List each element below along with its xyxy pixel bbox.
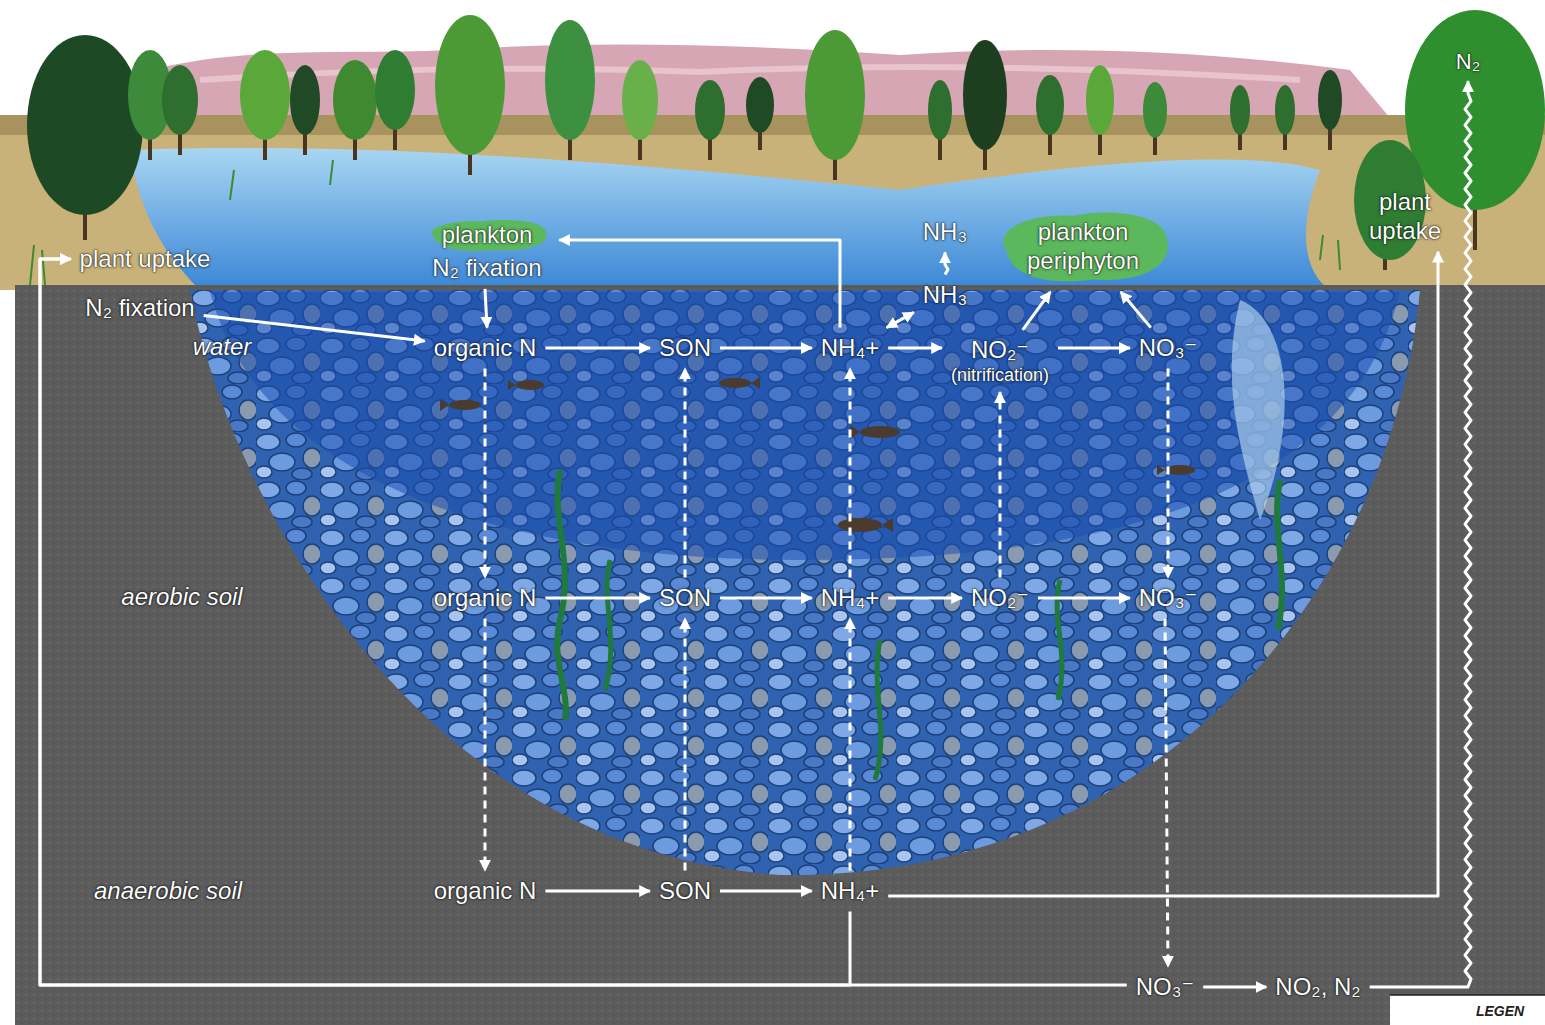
flow-label: plant uptake: [80, 245, 211, 274]
flow-arrow: [888, 597, 962, 600]
process-label: N₂ fixation: [80, 292, 199, 325]
flow-arrow: [1038, 597, 1130, 600]
flow-arrow: [720, 890, 812, 893]
dashed-flow-arrow: [999, 392, 1002, 577]
flow-label: NO₂⁻: [971, 336, 1029, 365]
nitrogen-pool: NH₄+: [816, 332, 884, 365]
nitrogen-pool: NO₂⁻: [966, 582, 1034, 615]
dashed-flow-arrow: [1167, 368, 1170, 577]
nitrogen-pool: SON: [654, 582, 716, 615]
flow-arrow: [40, 259, 850, 985]
flow-label: NO₂⁻: [971, 584, 1029, 613]
plankton-blob: plankton periphyton: [992, 206, 1174, 288]
dashed-flow-arrow: [849, 618, 852, 870]
dashed-flow-arrow: [684, 618, 687, 870]
flow-label: NH₄+: [821, 334, 879, 363]
nitrogen-pool: NO₂⁻(nitrification): [946, 334, 1054, 388]
flow-label: NO₃⁻: [1136, 973, 1194, 1002]
flow-arrow: [888, 252, 1438, 896]
nitrogen-pool: NO₃⁻: [1134, 582, 1202, 615]
flow-label: plant uptake: [1360, 188, 1450, 246]
dashed-flow-arrow: [484, 618, 487, 870]
dashed-flow-arrow: [1165, 618, 1168, 966]
flow-label: N₂ fixation: [85, 294, 194, 323]
dashed-flow-arrow: [849, 368, 852, 577]
process-note: (nitrification): [951, 365, 1049, 387]
flow-label: organic N: [434, 877, 537, 906]
flow-arrow: [1203, 986, 1266, 989]
flow-arrow: [1023, 292, 1051, 330]
flow-arrow: [485, 289, 487, 328]
uptake-label: plant uptake: [1355, 186, 1455, 248]
flow-label: organic N: [434, 334, 537, 363]
nitrogen-pool: organic N: [429, 582, 542, 615]
nitrogen-pool: SON: [654, 875, 716, 908]
flow-arrow: [545, 890, 650, 893]
flow-label: SON: [659, 584, 711, 613]
process-label: N₂ fixation: [432, 254, 541, 283]
gas-label: N₂: [1451, 47, 1485, 77]
legend-heading: LEGEN: [1476, 1003, 1524, 1020]
blob-outline: [1003, 213, 1168, 282]
plankton-blob-wrap: plankton: [424, 217, 551, 254]
flow-arrow: [888, 347, 942, 350]
zone-label: water: [193, 333, 252, 362]
gas-label: NO₂, N₂: [1270, 971, 1365, 1004]
gas-label: NH₃: [918, 279, 972, 312]
flow-label: NH₃: [923, 218, 967, 247]
flow-label: NH₃: [923, 281, 967, 310]
flow-arrow: [1058, 347, 1130, 350]
blob-outline: [431, 220, 546, 251]
zone-label: anaerobic soil: [94, 877, 242, 906]
nitrogen-pool: SON: [654, 332, 716, 365]
flow-arrow: [545, 597, 650, 600]
wavy-flux-arrow: [945, 252, 948, 274]
nitrogen-pool: NO₃⁻: [1134, 332, 1202, 365]
flow-arrow: [559, 240, 840, 328]
flow-label: SON: [659, 334, 711, 363]
uptake-label: plant uptake: [75, 243, 216, 276]
nitrogen-pool: NH₄+: [816, 582, 884, 615]
flow-label: SON: [659, 877, 711, 906]
dashed-flow-arrow: [484, 368, 487, 577]
nitrogen-pool: organic N: [429, 875, 542, 908]
flow-label: NO₃⁻: [1139, 334, 1197, 363]
gas-label: NH₃: [918, 216, 972, 249]
flow-arrow: [1121, 292, 1151, 328]
nitrogen-pool: organic N: [429, 332, 542, 365]
flow-arrow: [720, 597, 812, 600]
flow-arrow: [720, 347, 812, 350]
flow-label: plankton periphyton: [1008, 218, 1158, 276]
flow-label: NH₄+: [821, 877, 879, 906]
flow-arrow: [887, 312, 914, 327]
plankton-blob: plankton N₂ fixation: [419, 215, 556, 285]
nitrogen-pool: NO₃⁻: [1131, 971, 1199, 1004]
flow-label: organic N: [434, 584, 537, 613]
flow-label: plankton: [442, 221, 533, 250]
flow-arrow: [545, 347, 650, 350]
flow-label: NO₃⁻: [1139, 584, 1197, 613]
flow-arrow: [40, 259, 1127, 985]
zone-label: aerobic soil: [121, 583, 242, 612]
nitrogen-pool: NH₄+: [816, 875, 884, 908]
dashed-flow-arrow: [684, 368, 687, 577]
flow-label: N₂: [1456, 49, 1480, 75]
flow-label: NH₄+: [821, 584, 879, 613]
flow-label: NO₂, N₂: [1275, 973, 1360, 1002]
